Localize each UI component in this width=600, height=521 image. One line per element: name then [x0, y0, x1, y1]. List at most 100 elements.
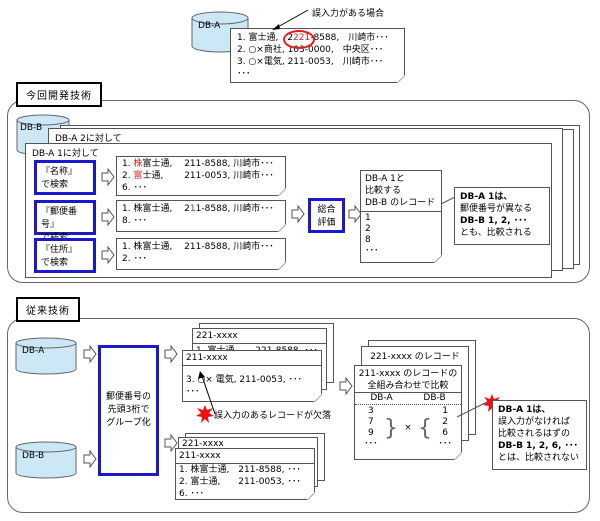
result-row: 1. 株富士通, 211-8588, 川崎市･･･ [122, 204, 274, 214]
callout-line [440, 196, 456, 205]
new-tech-callout: DB-A 1は、 郵便番号が異なる DB-B 1, 2, ･･･ とも、比較され… [454, 187, 550, 245]
top-record-3: 3. ○×電気, 211-0053, 川崎市･･･ [237, 57, 384, 67]
compare-row: 1 [365, 213, 371, 223]
old-tech-db-a-label: DB-A [22, 346, 45, 356]
eval-label: 評価 [317, 218, 336, 228]
result-row: 2. ･･･ [122, 254, 147, 264]
old-tech-callout: DB-A 1は、 誤入力がなければ 比較されるはずの DB-B 1, 2, 6,… [492, 400, 587, 470]
record-text: -8588, 川崎市･･･ [310, 33, 389, 43]
group-page-211: 211-xxxx 1. 株富士通, 211-8588, ･･･ 2. 富士通, … [175, 448, 315, 500]
group-label-line: 郵便番号の [105, 392, 151, 402]
top-record-1: 1. 富士通, 2221-8588, 川崎市･･･ [237, 30, 398, 49]
group-row: 6. ･･･ [179, 489, 204, 499]
group-label-line: グループ化 [106, 418, 151, 428]
group-row: ･･･ [186, 387, 200, 397]
group-by-postal-box: 郵便番号の 先頭3桁で グループ化 [98, 345, 159, 476]
combo-col-a: DB-A [370, 393, 393, 403]
right-arrow-icon [101, 168, 115, 186]
search-label: で検索 [41, 180, 69, 190]
left-brace-icon: { [418, 415, 433, 441]
missing-pointer-arrow-icon [198, 371, 216, 415]
group-header: 221-xxxx [193, 329, 326, 344]
address-search-results: 1. 株富士通, 211-8588, 川崎市･･･ 2. ･･･ [116, 238, 286, 270]
callout-line-text: 誤入力がなければ [498, 417, 571, 427]
search-by-name-box: 『名称』 で検索 [34, 160, 96, 195]
callout-line-text: DB-A 1は、 [460, 192, 513, 202]
page-1-label: DB-A 1に対して [32, 149, 99, 159]
combo-title: 全組み合わせで比較 [367, 381, 449, 391]
red-burst-icon [196, 405, 214, 423]
right-arrow-icon [101, 208, 115, 226]
callout-line-text: 郵便番号が異なる [460, 204, 533, 214]
compare-list: 1 2 8 ･･･ [361, 212, 441, 258]
red-circle-icon [283, 30, 316, 49]
top-record-more: ･･･ [237, 69, 251, 79]
page-2-label: DB-A 2に対して [55, 134, 122, 144]
search-by-postal-box: 『郵便番号』 で検索 [34, 200, 96, 243]
postal-search-results: 1. 株富士通, 211-8588, 川崎市･･･ 8. ･･･ [116, 200, 286, 232]
times-sign: × [404, 422, 412, 433]
callout-line-text: 比較されるはずの [498, 429, 571, 439]
right-arrow-icon [164, 434, 178, 452]
group-header: 221-xxxx [182, 439, 224, 449]
compare-header: DB-A 1と 比較する DB-B のレコード [361, 171, 441, 212]
typo-annotation: 誤入力がある場合 [312, 9, 385, 19]
search-by-address-box: 『住所』 で検索 [34, 238, 96, 273]
search-label: で検索 [41, 258, 69, 268]
result-row: 8. ･･･ [122, 216, 147, 226]
search-label: 『住所』 [41, 245, 78, 255]
result-row: 1. 株富士通, 211-8588, 川崎市･･･ [122, 242, 274, 252]
right-brace-icon: } [383, 415, 398, 441]
callout-line-text: DB-B 1, 2, 6, ･･･ [498, 441, 579, 451]
right-arrow-icon [291, 205, 305, 223]
callout-line-text: DB-A 1は、 [498, 405, 551, 415]
group-header: 211-xxxx [183, 351, 321, 366]
callout-line-text: とも、比較される [460, 228, 532, 238]
combo-col-b: DB-B [423, 393, 446, 403]
typo-highlight: 2221 [283, 30, 316, 49]
top-record-2: 2. ○×商社, 103-0000, 中央区･･･ [237, 45, 384, 55]
new-tech-db-label: DB-B [20, 123, 43, 133]
compare-header-line: DB-A 1と [365, 174, 405, 184]
compare-row: ･･･ [365, 246, 379, 256]
group-row: 2. 富士通, 211-0053, ･･･ [179, 477, 301, 487]
result-row: 1. 株富士通, 211-8588, 川崎市･･･ [122, 159, 274, 169]
right-arrow-icon [101, 246, 115, 264]
result-row: 6. ･･･ [122, 183, 147, 193]
group-page-211: 211-xxxx 3. ○× 電気, 211-0053, ･･･ ･･･ [182, 350, 322, 402]
combo-title: 211-xxxx のレコードの [358, 369, 458, 379]
callout-line-text: DB-B 1, 2, ･･･ [460, 216, 528, 226]
eval-label: 総合 [317, 205, 336, 215]
search-label: 『名称』 [41, 167, 78, 177]
record-text: 1. 富士通, [237, 33, 288, 43]
compare-header-line: DB-B のレコード [365, 198, 436, 208]
right-arrow-icon [83, 345, 97, 363]
compare-row: 8 [365, 235, 371, 245]
new-tech-title: 今回開発技術 [16, 82, 102, 107]
compare-header-line: 比較する [365, 186, 402, 196]
group-row: 3. ○× 電気, 211-0053, ･･･ [186, 375, 302, 385]
database-b-cylinder-icon [15, 441, 77, 479]
combo-columns: DB-A DB-B [355, 393, 461, 405]
group-label-line: 先頭3桁で [107, 405, 150, 415]
group-header: 211-xxxx [176, 449, 314, 464]
compare-row: 2 [365, 224, 371, 234]
group-row: 1. 株富士通, 211-8588, ･･･ [179, 465, 301, 475]
right-arrow-icon [164, 345, 178, 363]
callout-line [456, 398, 494, 418]
right-arrow-icon [348, 205, 362, 223]
overall-evaluation-box: 総合 評価 [308, 198, 345, 233]
right-arrow-icon [339, 377, 353, 395]
missing-record-note: 誤入力のあるレコードが欠落 [214, 411, 332, 421]
old-tech-title: 従来技術 [16, 297, 80, 322]
top-record-note: 1. 富士通, 2221-8588, 川崎市･･･ 2. ○×商社, 103-0… [230, 28, 405, 83]
top-db-label: DB-A [198, 21, 221, 31]
old-tech-db-b-label: DB-B [22, 451, 45, 461]
pointer-arrow-icon [272, 9, 309, 30]
right-arrow-icon [83, 450, 97, 468]
callout-line-text: とは、比較されない [498, 453, 580, 463]
compare-records-note: DB-A 1と 比較する DB-B のレコード 1 2 8 ･･･ [360, 170, 442, 263]
